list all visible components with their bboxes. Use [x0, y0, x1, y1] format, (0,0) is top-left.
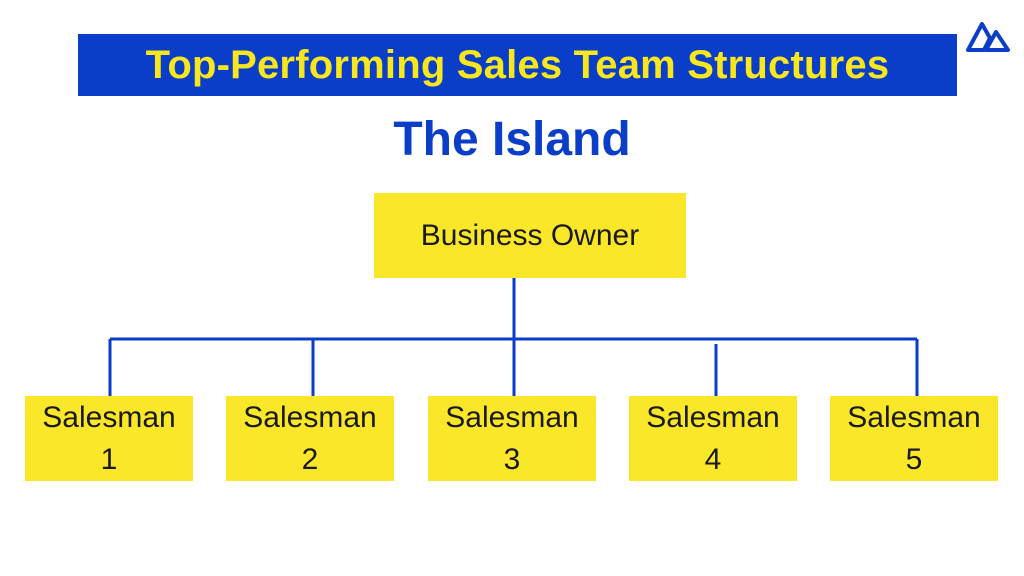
salesman-node-2: Salesman 2 [226, 396, 394, 481]
salesman-node-1: Salesman 1 [25, 396, 193, 481]
salesman-node-5: Salesman 5 [830, 396, 998, 481]
diagram-subtitle: The Island [393, 113, 631, 166]
business-owner-node: Business Owner [374, 193, 686, 278]
salesman-number: 4 [704, 442, 722, 476]
salesman-node-4: Salesman 4 [629, 396, 797, 481]
business-owner-label: Business Owner [420, 218, 640, 252]
salesman-label: Salesman [445, 400, 579, 434]
salesman-number: 3 [503, 442, 521, 476]
salesman-node-3: Salesman 3 [428, 396, 596, 481]
salesman-label: Salesman [243, 400, 377, 434]
salesman-label: Salesman [847, 400, 981, 434]
page-title: Top-Performing Sales Team Structures [145, 42, 890, 87]
salesman-number: 1 [100, 442, 118, 476]
salesman-label: Salesman [42, 400, 176, 434]
salesman-number: 5 [905, 442, 923, 476]
title-banner: Top-Performing Sales Team Structures [78, 34, 957, 96]
salesman-label: Salesman [646, 400, 780, 434]
mountain-logo-icon [964, 16, 1012, 56]
salesman-number: 2 [301, 442, 319, 476]
